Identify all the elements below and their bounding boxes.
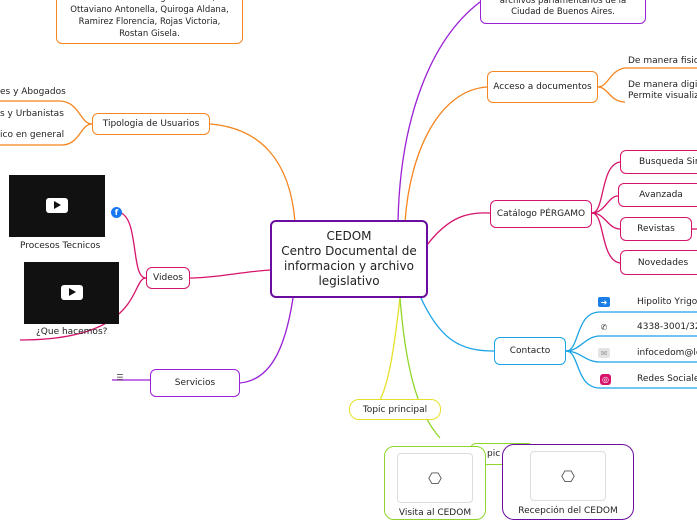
acceso-node[interactable]: Acceso a documentos [487, 71, 598, 103]
facebook-icon: f [111, 207, 122, 218]
mail-icon: ✉ [598, 348, 610, 358]
arrow-icon: ➜ [598, 297, 610, 307]
video-thumbnail[interactable] [9, 175, 105, 237]
central-title: CEDOM [326, 229, 372, 243]
phone-icon: ✆ [600, 322, 608, 332]
servicios-node[interactable]: Servicios [150, 369, 240, 397]
tipologia-node[interactable]: Tipologia de Usuarios [92, 113, 210, 135]
topic-principal-node[interactable]: Topic principal [349, 399, 441, 420]
catalogo-item[interactable]: Novedades [620, 250, 697, 275]
video-caption: Procesos Tecnicos [20, 241, 101, 251]
catalogo-item[interactable]: Revistas [620, 217, 692, 241]
instagram-icon: ◎ [600, 374, 611, 385]
play-icon [46, 198, 68, 213]
catalogo-item[interactable]: Avanzada [618, 183, 697, 207]
archives-note: archivos parlamentarios de la Ciudad de … [480, 0, 646, 24]
recepcion-node[interactable]: ⎔ Recepción del CEDOM [502, 444, 634, 520]
list-icon: ☰ [116, 372, 124, 382]
video-thumbnail[interactable] [24, 262, 119, 324]
tipologia-item[interactable]: s y Urbanistas [0, 109, 64, 119]
image-placeholder: ⎔ [397, 453, 473, 503]
acceso-item[interactable]: Permite visualiz [628, 91, 697, 101]
tipologia-item[interactable]: ico en general [0, 130, 65, 140]
students-note: Alumnos: Monenegro Eduardo, Ottaviano An… [56, 0, 243, 44]
camera-icon: ⎔ [561, 466, 575, 486]
play-icon [60, 285, 83, 300]
acceso-item[interactable]: De manera fisic [628, 56, 697, 66]
contacto-address: Hipolito Yrigo [637, 297, 697, 307]
catalogo-item[interactable]: Busqueda Sim [620, 150, 697, 174]
tipologia-item[interactable]: es y Abogados [0, 87, 66, 97]
contacto-phone: 4338-3001/32 [637, 322, 697, 332]
central-subtitle: Centro Documental de informacion y archi… [281, 244, 417, 288]
contacto-node[interactable]: Contacto [494, 337, 566, 365]
videos-node[interactable]: Videos [146, 267, 190, 289]
visita-node[interactable]: ⎔ Visita al CEDOM [384, 446, 486, 520]
catalogo-node[interactable]: Catálogo PÉRGAMO [490, 200, 592, 228]
contacto-email[interactable]: infocedom@le [637, 348, 697, 358]
central-topic[interactable]: CEDOM Centro Documental de informacion y… [270, 220, 428, 298]
video-caption: ¿Que hacemos? [36, 327, 108, 337]
camera-icon: ⎔ [428, 468, 442, 488]
contacto-social[interactable]: Redes Sociale [637, 374, 697, 384]
image-placeholder: ⎔ [530, 451, 606, 501]
acceso-item[interactable]: De manera digit [628, 80, 697, 90]
